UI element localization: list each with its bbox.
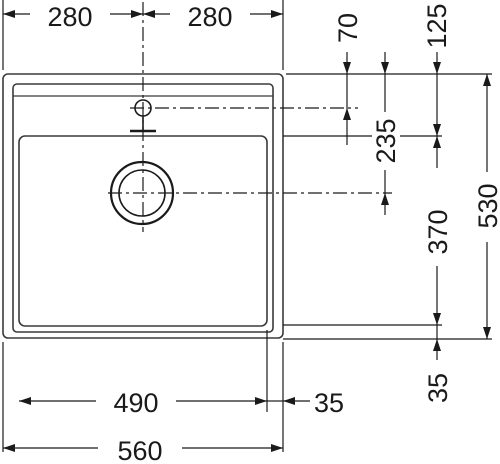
dim-total-width: 560: [117, 436, 162, 464]
dim-top-margin: 125: [422, 3, 452, 48]
extension-lines: [2, 0, 492, 452]
dim-top-right: 280: [187, 2, 232, 32]
dim-side-margin: 35: [314, 388, 344, 418]
dim-bowl-width: 490: [113, 388, 158, 418]
dimension-lines: [3, 10, 491, 452]
centre-lines: [108, 2, 392, 232]
dim-total-depth: 530: [473, 183, 500, 228]
dim-drain-offset: 235: [371, 118, 401, 163]
dim-bottom-margin: 35: [423, 373, 453, 403]
dim-tap-offset: 70: [333, 13, 363, 43]
dim-top-left: 280: [47, 2, 92, 32]
dimension-labels: 280 280 70 125 235 370 530 35 490 35 560: [47, 2, 500, 464]
sink-outer-frame: [2, 73, 284, 339]
dim-bowl-depth: 370: [423, 209, 453, 254]
